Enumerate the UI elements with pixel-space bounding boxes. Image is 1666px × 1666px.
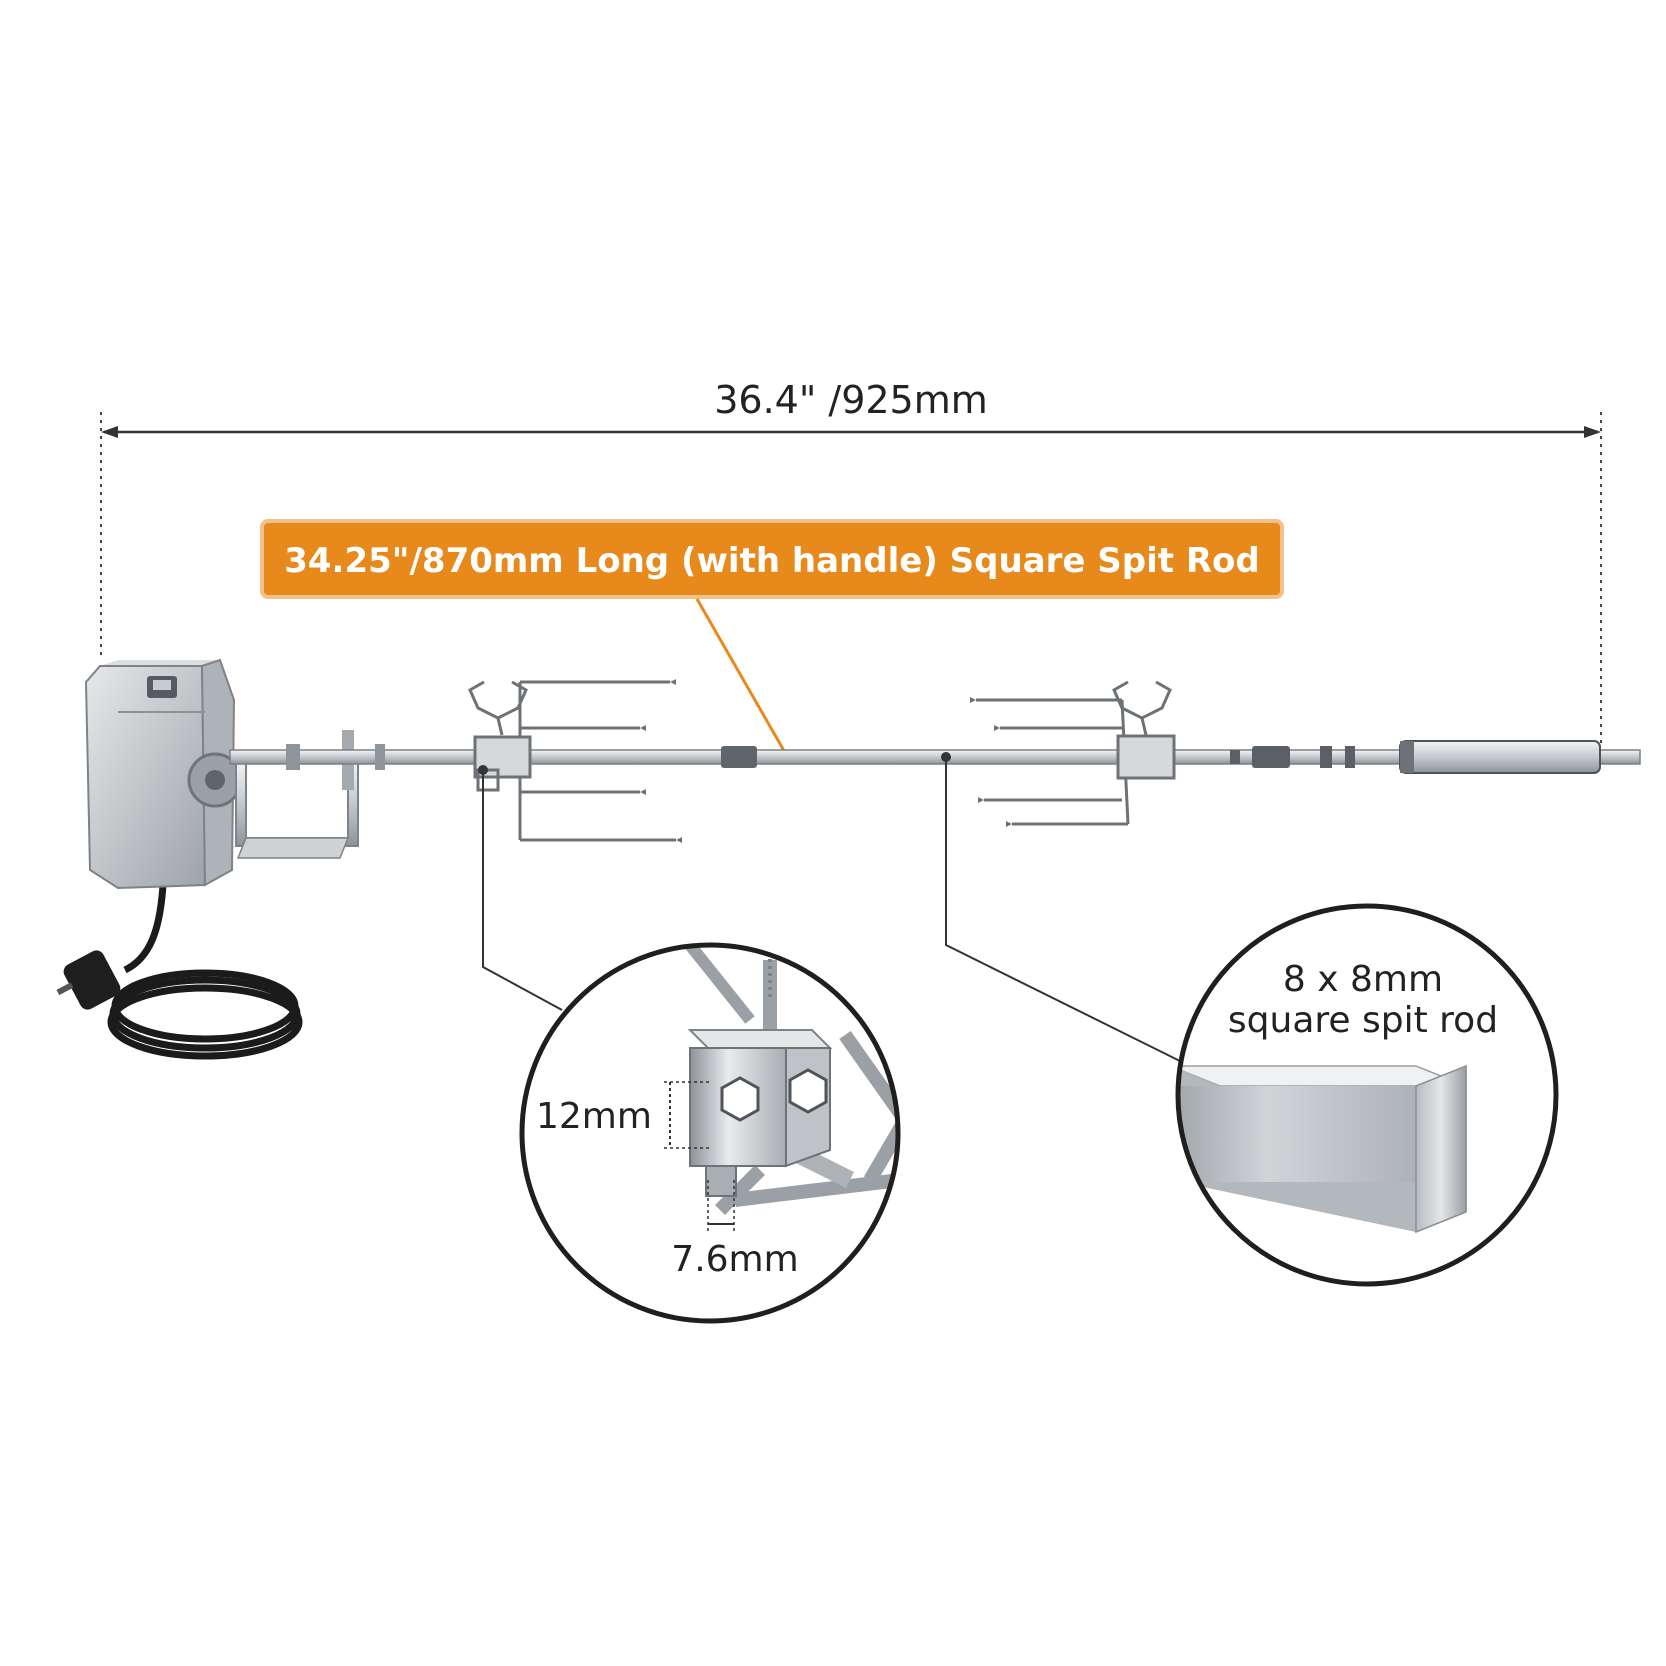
motor-assembly (56, 658, 359, 1060)
motor-box-top (100, 660, 220, 666)
dimension-arrow-right (1584, 426, 1601, 438)
motor-bracket (235, 759, 359, 847)
plug-icon (63, 950, 121, 1010)
rod-callout-leader (945, 757, 1191, 1067)
banner-label: 34.25"/870mm Long (with handle) Square S… (284, 541, 1260, 581)
wall-gap-label: 7.6mm (671, 1239, 798, 1280)
hex-hole-icon (720, 1076, 760, 1122)
motor-box-front (84, 665, 207, 890)
dimension-arrow-left (101, 426, 118, 438)
banner-background (260, 519, 1284, 599)
plug-pin (56, 982, 74, 996)
spit-rod (229, 740, 1641, 774)
right-fork (976, 680, 1176, 826)
hole-size-label: 12mm (536, 1096, 652, 1137)
rod-type-label: square spit rod (1228, 1000, 1498, 1041)
spit-rod-banner: 34.25"/870mm Long (with handle) Square S… (260, 519, 1284, 761)
rod-callout: 8 x 8mm square spit rod (1175, 903, 1559, 1287)
left-fork (468, 680, 676, 842)
fork-callout-leader (482, 770, 563, 1011)
overall-dimension: 36.4" /925mm (100, 378, 1602, 745)
banner-leader-line (695, 598, 789, 757)
fork-callout: 12mm 7.6mm (519, 942, 901, 1324)
overall-length-label: 36.4" /925mm (714, 378, 988, 422)
rod-size-label: 8 x 8mm (1283, 959, 1443, 1000)
power-cord (107, 884, 303, 1060)
spit-rod-handle (1399, 740, 1601, 774)
